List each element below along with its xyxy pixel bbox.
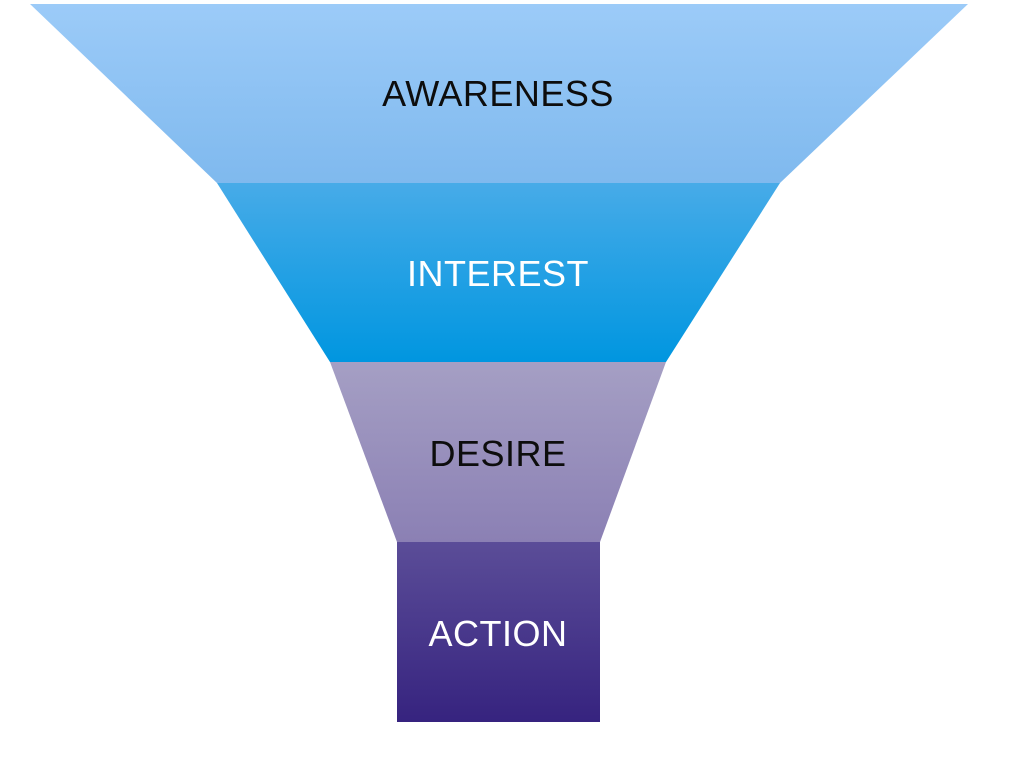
funnel-stage-interest: [217, 183, 780, 362]
funnel-stage-interest-label: INTEREST: [407, 253, 589, 294]
funnel-stage-action: [397, 542, 600, 722]
funnel-stage-awareness: [30, 4, 968, 183]
funnel-stage-awareness-label: AWARENESS: [382, 73, 614, 114]
funnel-stage-desire-label: DESIRE: [429, 433, 566, 474]
funnel-stage-action-label: ACTION: [428, 613, 567, 654]
funnel-stage-desire: [330, 362, 666, 542]
